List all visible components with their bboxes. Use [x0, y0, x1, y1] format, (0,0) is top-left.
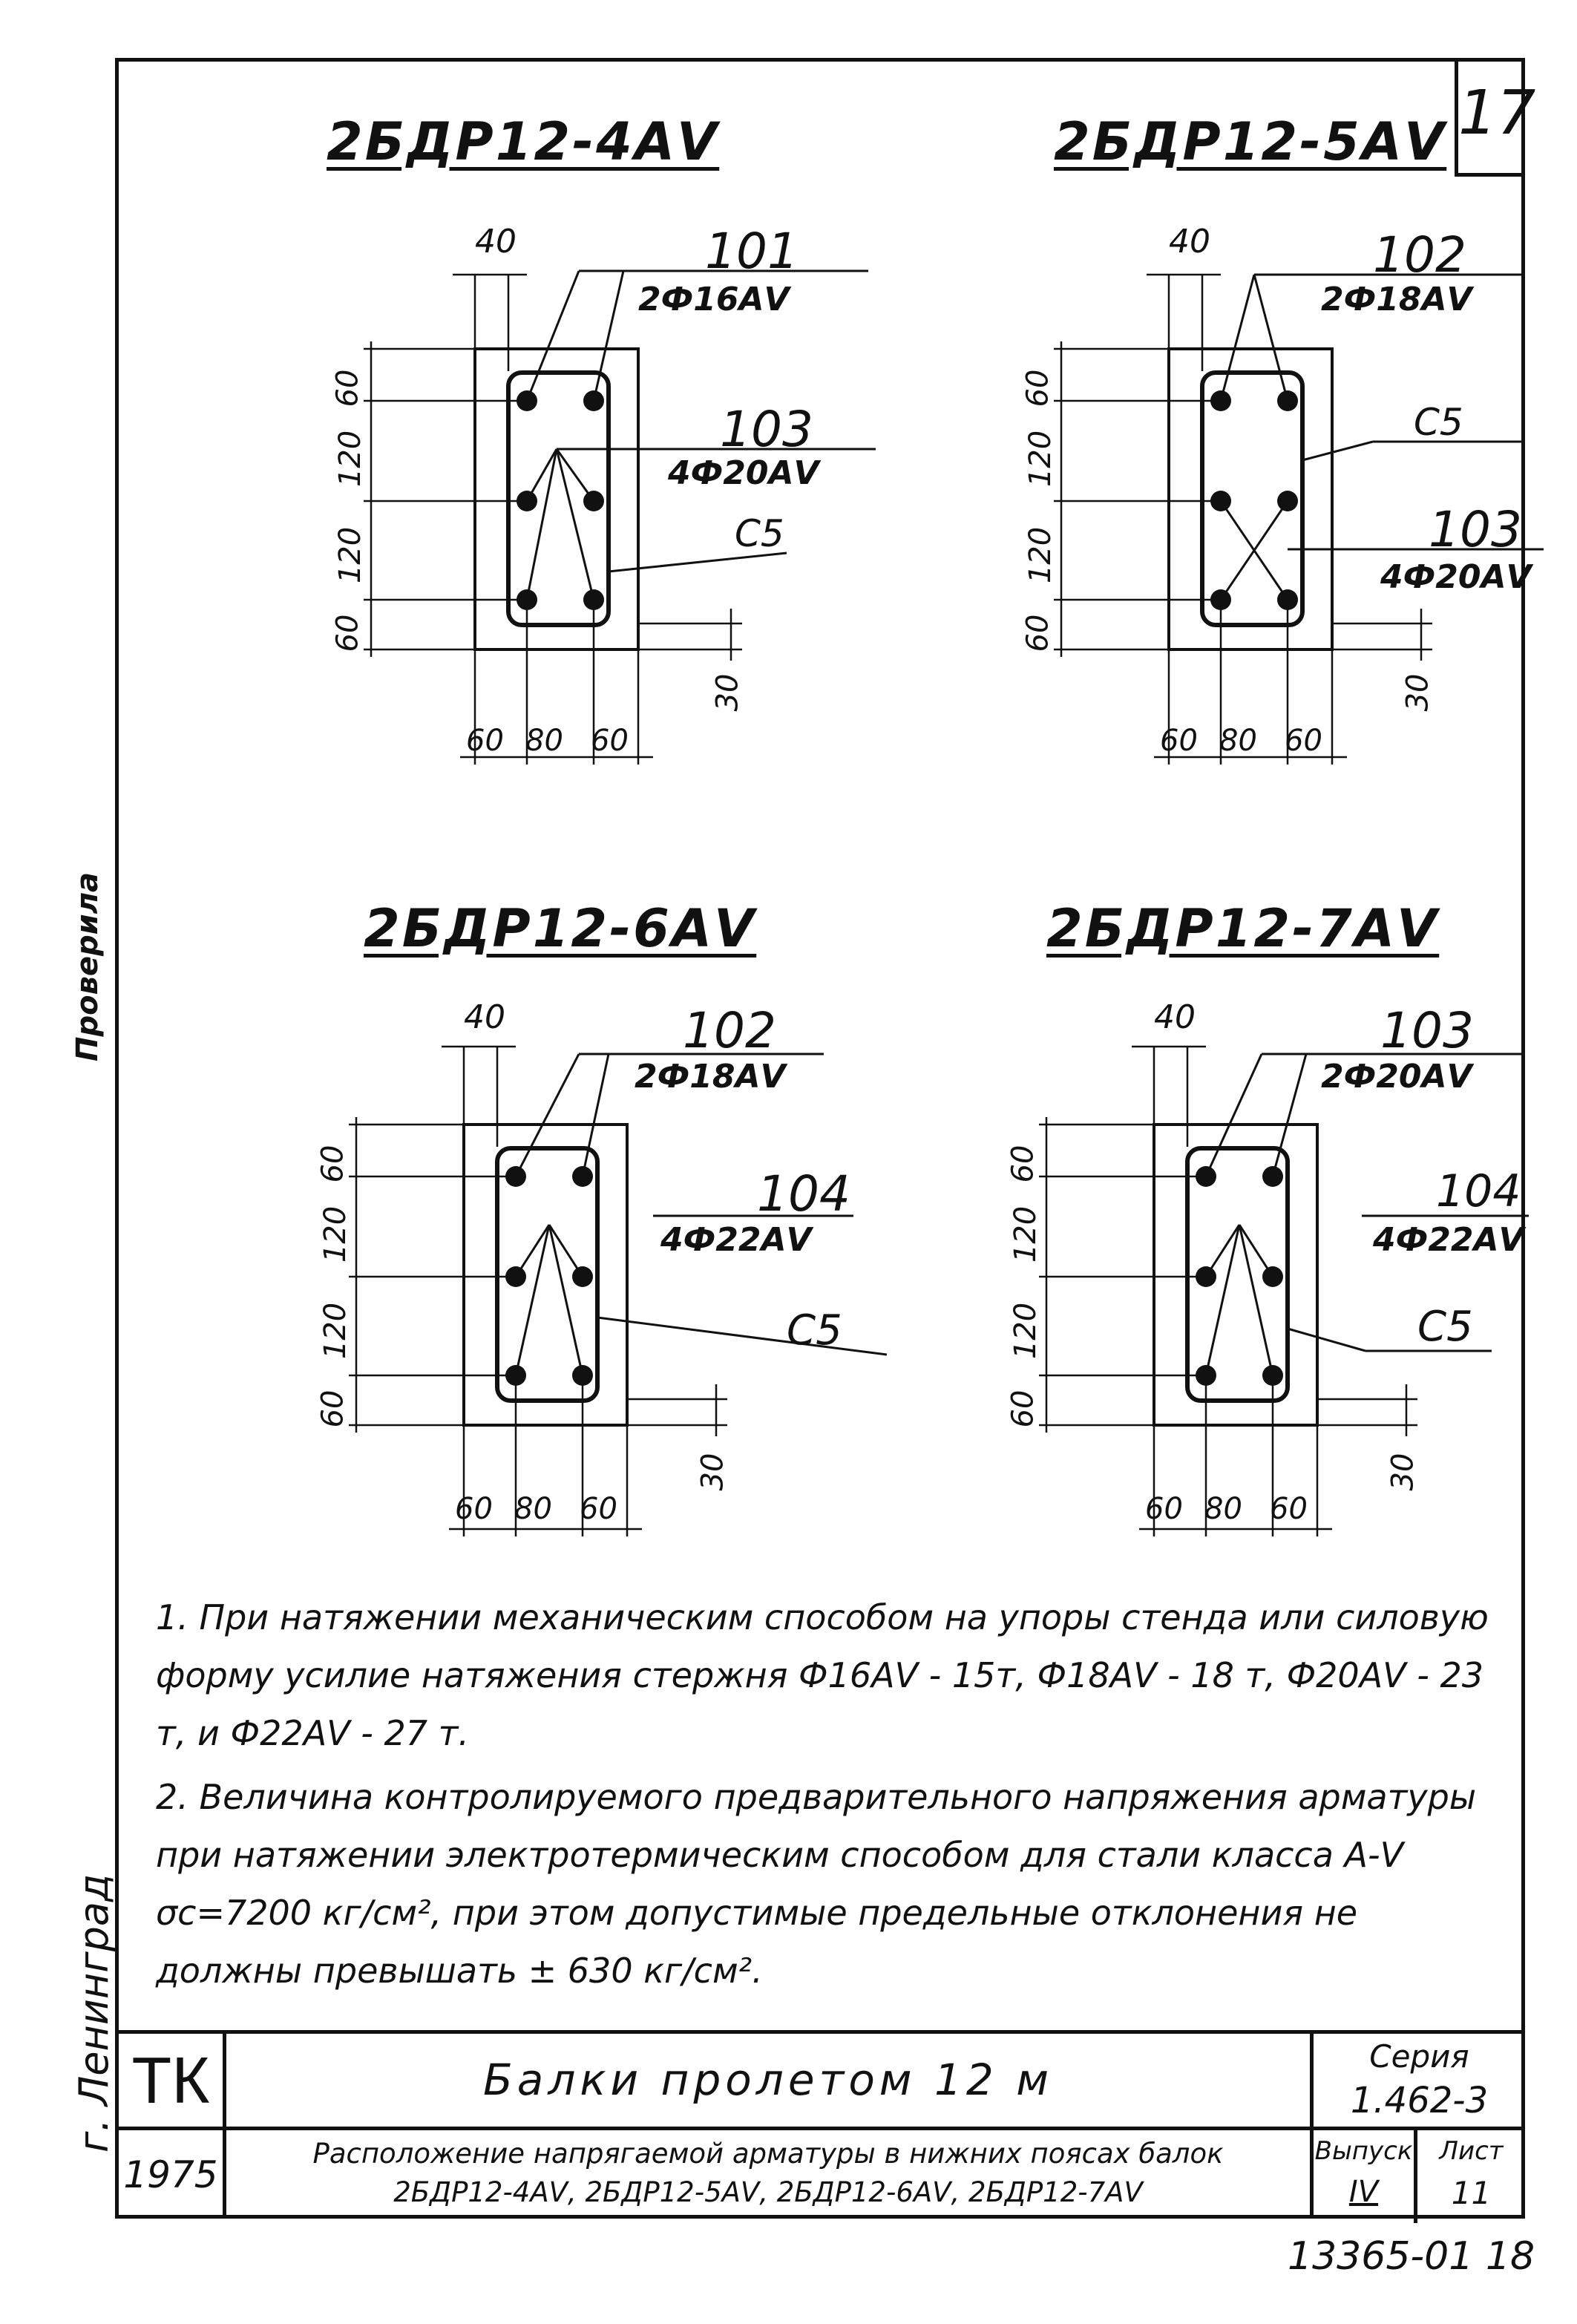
inventory-number: 13365-01 18 — [1288, 2234, 1535, 2279]
section-4-leaders — [1204, 1053, 1529, 1376]
s1-hdim-1: 60 — [466, 724, 504, 758]
s4-hdim-2: 80 — [1204, 1492, 1242, 1526]
s2-bar2-mark: 103 — [1429, 501, 1522, 558]
s3-hdim-1: 60 — [455, 1492, 493, 1526]
s2-hdim-3: 60 — [1285, 724, 1322, 758]
s1-vdim-2: 120 — [333, 430, 368, 488]
section-1-outline — [473, 347, 640, 651]
s3-hdim-3: 60 — [580, 1492, 617, 1526]
s3-vdim-2: 120 — [318, 1205, 353, 1263]
subtitle-line-1: Расположение напрягаемой арматуры в нижн… — [312, 2138, 1224, 2170]
s3-vdim-1: 60 — [315, 1145, 350, 1183]
s2-bar2-spec: 4Ф20АⅤ — [1380, 558, 1532, 596]
drawing-title: Балки пролетом 12 м — [482, 2055, 1053, 2105]
title-block: ТК 1975 Балки пролетом 12 м Расположение… — [115, 2030, 1525, 2223]
series-label: Серия — [1369, 2038, 1469, 2075]
s1-vdim-4: 60 — [330, 614, 365, 652]
section-2-outline — [1167, 347, 1334, 651]
section-4-outline — [1153, 1123, 1319, 1427]
s1-bar2-mark: 103 — [720, 401, 813, 458]
org-mark: ТК — [131, 2043, 210, 2117]
s3-bar2-spec: 4Ф22АⅤ — [660, 1221, 812, 1259]
s3-bar2-mark: 104 — [757, 1165, 850, 1222]
s2-vdim-4: 60 — [1020, 614, 1055, 652]
s2-bar1-mark: 102 — [1373, 226, 1466, 284]
series-value: 1.462-3 — [1350, 2080, 1489, 2121]
section-2-dims — [1054, 273, 1432, 765]
s2-hdim-1: 60 — [1160, 724, 1198, 758]
s2-top-mark: 40 — [1169, 223, 1210, 261]
s2-vdim-3: 120 — [1023, 526, 1058, 584]
section-4-bars — [1196, 1166, 1283, 1386]
s4-vdim-4: 60 — [1006, 1390, 1040, 1428]
s1-bar1-mark: 101 — [705, 223, 799, 280]
notes: 1. При натяжении механическим способом н… — [156, 1588, 1514, 2006]
section-3-dims — [349, 1045, 727, 1536]
section-1-dims — [364, 273, 742, 765]
sheet-number: 17 — [1455, 58, 1535, 177]
issue-value: IV — [1348, 2175, 1379, 2209]
s4-hdim-1: 60 — [1145, 1492, 1183, 1526]
section-1-bars — [517, 390, 604, 610]
section-3-leaders — [514, 1053, 888, 1376]
s4-hdim-3: 60 — [1270, 1492, 1308, 1526]
s2-cover: 30 — [1400, 673, 1435, 712]
section-title-1: 2БДР12-4АⅤ — [327, 111, 720, 172]
section-4-dims — [1039, 1045, 1417, 1536]
s4-cage-mark: С5 — [1417, 1303, 1473, 1351]
section-3-outline — [462, 1123, 629, 1427]
s3-vdim-4: 60 — [315, 1390, 350, 1428]
note-2: 2. Величина контролируемого предваритель… — [156, 1777, 1477, 1991]
sheet-value: 11 — [1451, 2175, 1492, 2211]
s3-cover: 30 — [695, 1453, 730, 1491]
section-2-leaders — [1219, 273, 1544, 600]
section-1-leaders — [525, 269, 876, 600]
s3-cage-mark: С5 — [787, 1306, 842, 1355]
sheet-label: Лист — [1439, 2136, 1504, 2166]
subtitle-line-2: 2БДР12-4АⅤ, 2БДР12-5АⅤ, 2БДР12-6АⅤ, 2БДР… — [393, 2176, 1143, 2208]
s2-vdim-1: 60 — [1020, 369, 1055, 407]
s1-cover: 30 — [710, 673, 745, 712]
section-title-3: 2БДР12-6АⅤ — [364, 898, 757, 959]
s4-bar1-mark: 103 — [1380, 1002, 1474, 1059]
issue-label: Выпуск — [1314, 2136, 1413, 2166]
s4-vdim-1: 60 — [1006, 1145, 1040, 1183]
section-2-bars — [1210, 390, 1298, 610]
section-3-bars — [505, 1166, 593, 1386]
s1-cage-mark: С5 — [735, 512, 784, 555]
s1-bar2-spec: 4Ф20АⅤ — [668, 454, 819, 492]
s2-bar1-spec: 2Ф18АⅤ — [1321, 281, 1472, 318]
note-1: 1. При натяжении механическим способом н… — [156, 1597, 1489, 1753]
s2-vdim-2: 120 — [1023, 430, 1058, 488]
s1-vdim-1: 60 — [330, 369, 365, 407]
s3-bar1-spec: 2Ф18АⅤ — [635, 1058, 786, 1096]
s4-bar2-spec: 4Ф22АⅤ — [1373, 1221, 1524, 1259]
s3-bar1-mark: 102 — [683, 1002, 776, 1059]
s4-bar1-spec: 2Ф20АⅤ — [1321, 1058, 1472, 1096]
s4-vdim-2: 120 — [1009, 1205, 1043, 1263]
s4-top-mark: 40 — [1154, 998, 1196, 1036]
s1-bar1-spec: 2Ф16АⅤ — [638, 281, 790, 318]
section-title-4: 2БДР12-7АⅤ — [1046, 898, 1440, 959]
section-title-2: 2БДР12-5АⅤ — [1054, 111, 1447, 172]
s3-vdim-3: 120 — [318, 1302, 353, 1360]
s1-hdim-3: 60 — [591, 724, 629, 758]
s1-top-mark: 40 — [475, 223, 517, 261]
s3-top-mark: 40 — [464, 998, 505, 1036]
s1-vdim-3: 120 — [333, 526, 368, 584]
s2-cage-mark: С5 — [1414, 401, 1463, 444]
s4-vdim-3: 120 — [1009, 1302, 1043, 1360]
s4-cover: 30 — [1386, 1453, 1420, 1491]
s1-hdim-2: 80 — [525, 724, 563, 758]
s4-bar2-mark: 104 — [1436, 1165, 1521, 1217]
s3-hdim-2: 80 — [514, 1492, 552, 1526]
s2-hdim-2: 80 — [1219, 724, 1257, 758]
year: 1975 — [123, 2153, 218, 2196]
